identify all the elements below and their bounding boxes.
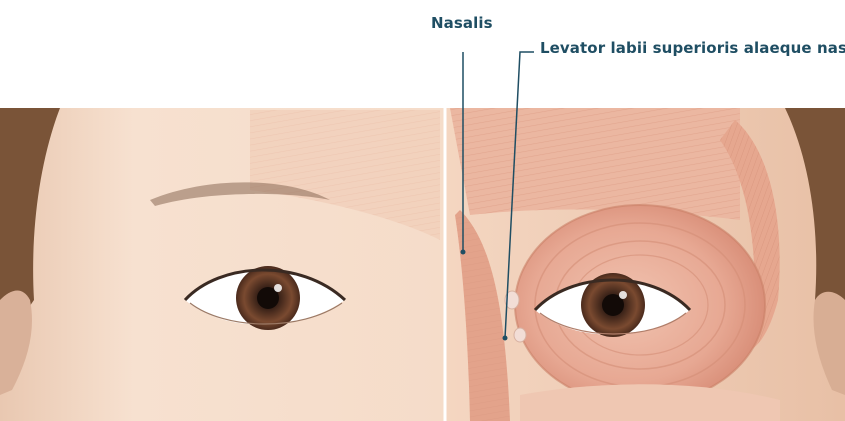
- label-nasalis: Nasalis: [431, 14, 493, 32]
- label-levator-labii: Levator labii superioris alaeque nasi: [540, 39, 845, 57]
